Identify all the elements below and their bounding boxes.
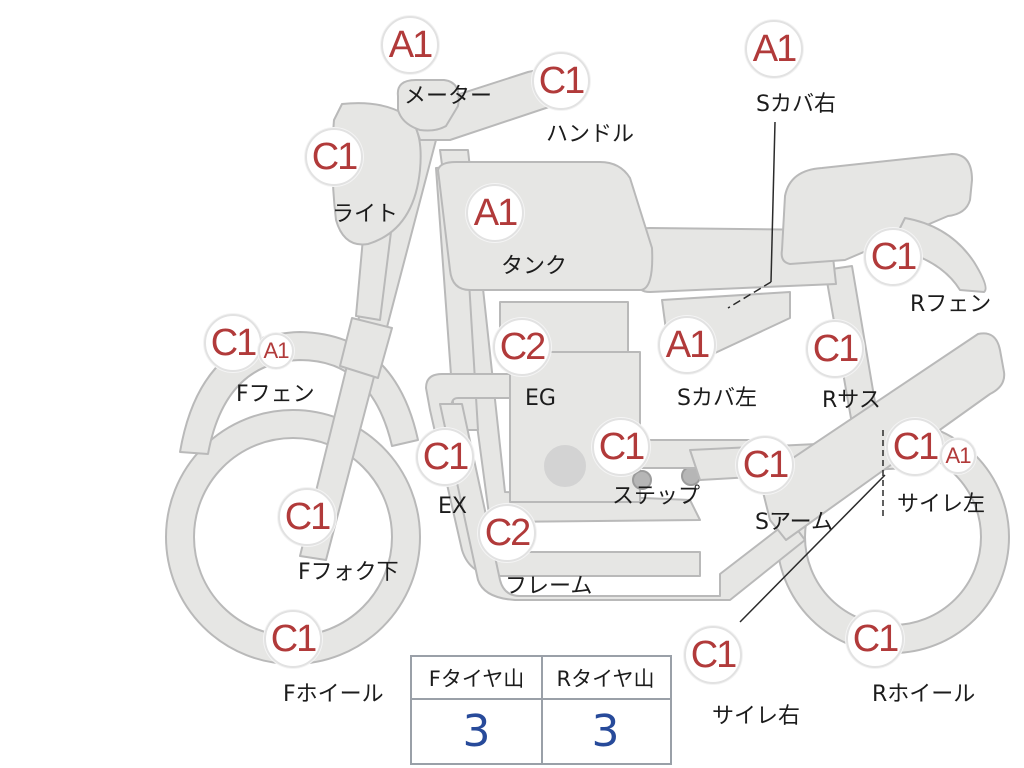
part-label-handle: ハンドル [546,122,635,147]
part-label-rear-fender: Rフェン [910,292,992,317]
leader-line-side-cover-right [770,121,776,283]
meter-shape [396,79,460,132]
part-label-front-wheel: Fホイール [283,682,384,707]
part-label-light: ライト [332,202,399,227]
grade-badge-muffler-right: C1 [684,626,742,684]
muffler-shape [759,332,1006,541]
part-label-frame: フレーム [505,574,593,599]
table-divider [541,657,543,763]
grade-badge-rear-fender: C1 [864,228,922,286]
part-label-front-fork-lower: Fフォク下 [298,560,399,585]
grade-badge-step: C1 [592,418,650,476]
grade-badge-light: C1 [305,128,363,186]
grade-badge-muffler-left: C1 [886,418,944,476]
leader-line-muffler [739,474,886,623]
tire-tread-table: Fタイヤ山 Rタイヤ山 3 3 [410,655,672,765]
part-label-tank: タンク [501,254,568,279]
grade-badge-front-wheel: C1 [264,610,322,668]
grade-badge-front-fender-secondary: A1 [258,333,294,369]
grade-badge-engine: C2 [493,318,551,376]
part-label-front-fender: Fフェン [236,382,315,407]
grade-badge-side-cover-left: A1 [658,316,716,374]
grade-badge-muffler-left-secondary: A1 [940,438,976,474]
part-label-side-cover-left: Sカバ左 [677,386,757,411]
grade-badge-handle: C1 [532,52,590,110]
part-label-muffler-left: サイレ左 [897,492,986,517]
grade-badge-front-fender: C1 [204,314,262,372]
front-tire-header: Fタイヤ山 [412,657,541,700]
part-label-rear-suspension: Rサス [822,388,881,413]
part-label-step: ステップ [612,484,701,509]
grade-badge-tank: A1 [466,184,524,242]
grade-badge-front-fork-lower: C1 [278,488,336,546]
grade-badge-rear-suspension: C1 [806,320,864,378]
part-label-engine: EG [525,386,556,411]
part-label-meter: メーター [404,84,493,109]
part-label-side-cover-right: Sカバ右 [756,92,836,117]
seat-shape [780,153,973,265]
front-tire-value: 3 [462,706,491,757]
rear-tire-value: 3 [591,706,620,757]
grade-badge-meter: A1 [381,16,439,74]
rear-tire-header: Rタイヤ山 [541,657,670,700]
part-label-swing-arm: Sアーム [755,510,833,535]
grade-badge-side-cover-right: A1 [745,20,803,78]
part-label-muffler-right: サイレ右 [712,704,801,729]
grade-badge-frame: C2 [478,504,536,562]
grade-badge-rear-wheel: C1 [846,610,904,668]
grade-badge-swing-arm: C1 [736,436,794,494]
grade-badge-exhaust: C1 [416,428,474,486]
part-label-exhaust: EX [438,494,467,519]
part-label-rear-wheel: Rホイール [872,682,976,707]
